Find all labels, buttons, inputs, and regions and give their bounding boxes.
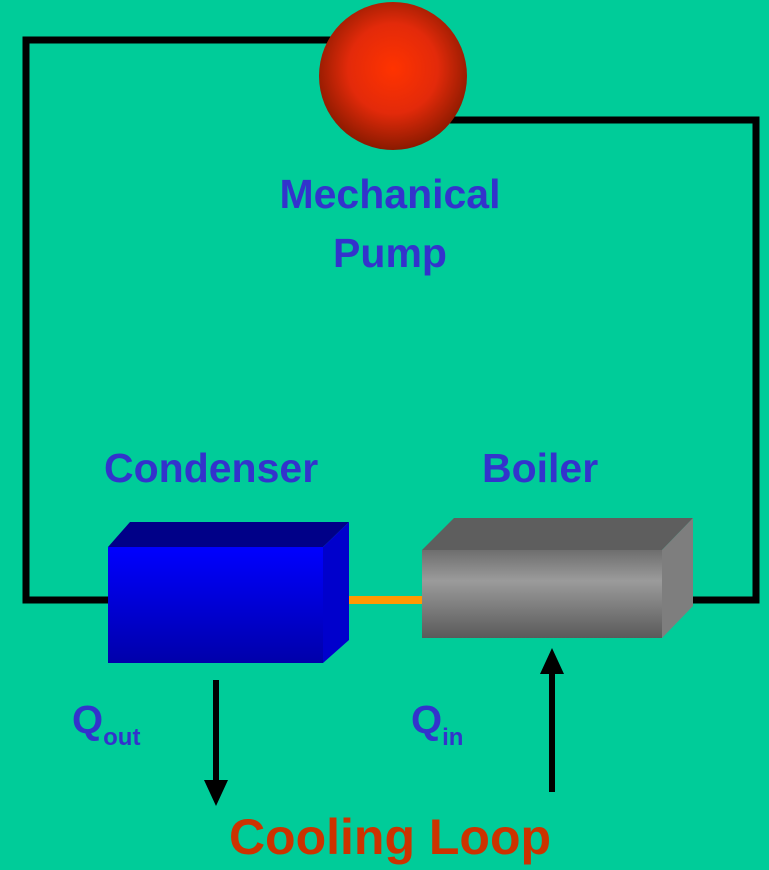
q-in-arrowhead	[540, 648, 564, 674]
right-pipe	[450, 116, 760, 604]
condenser-box	[108, 522, 349, 663]
pump-label: Mechanical Pump	[200, 165, 580, 283]
q-in-subscript: in	[442, 724, 464, 751]
boiler-label: Boiler	[482, 445, 599, 491]
boiler-box	[422, 518, 693, 638]
q-out-label: Qout	[72, 700, 140, 750]
pump-label-line1: Mechanical	[279, 171, 501, 217]
q-in-label: Qin	[411, 700, 463, 750]
pipe-loop	[22, 36, 760, 604]
q-out-arrowhead	[204, 780, 228, 806]
pump-sphere	[319, 2, 467, 150]
condenser-label: Condenser	[104, 445, 319, 491]
q-in-base: Q	[411, 698, 443, 742]
pump-label-line2: Pump	[333, 230, 447, 276]
q-out-subscript: out	[103, 724, 141, 751]
q-out-base: Q	[72, 698, 104, 742]
cooling-loop-label: Cooling Loop	[228, 809, 552, 865]
left-pipe	[22, 36, 335, 604]
heat-arrows	[204, 648, 564, 806]
